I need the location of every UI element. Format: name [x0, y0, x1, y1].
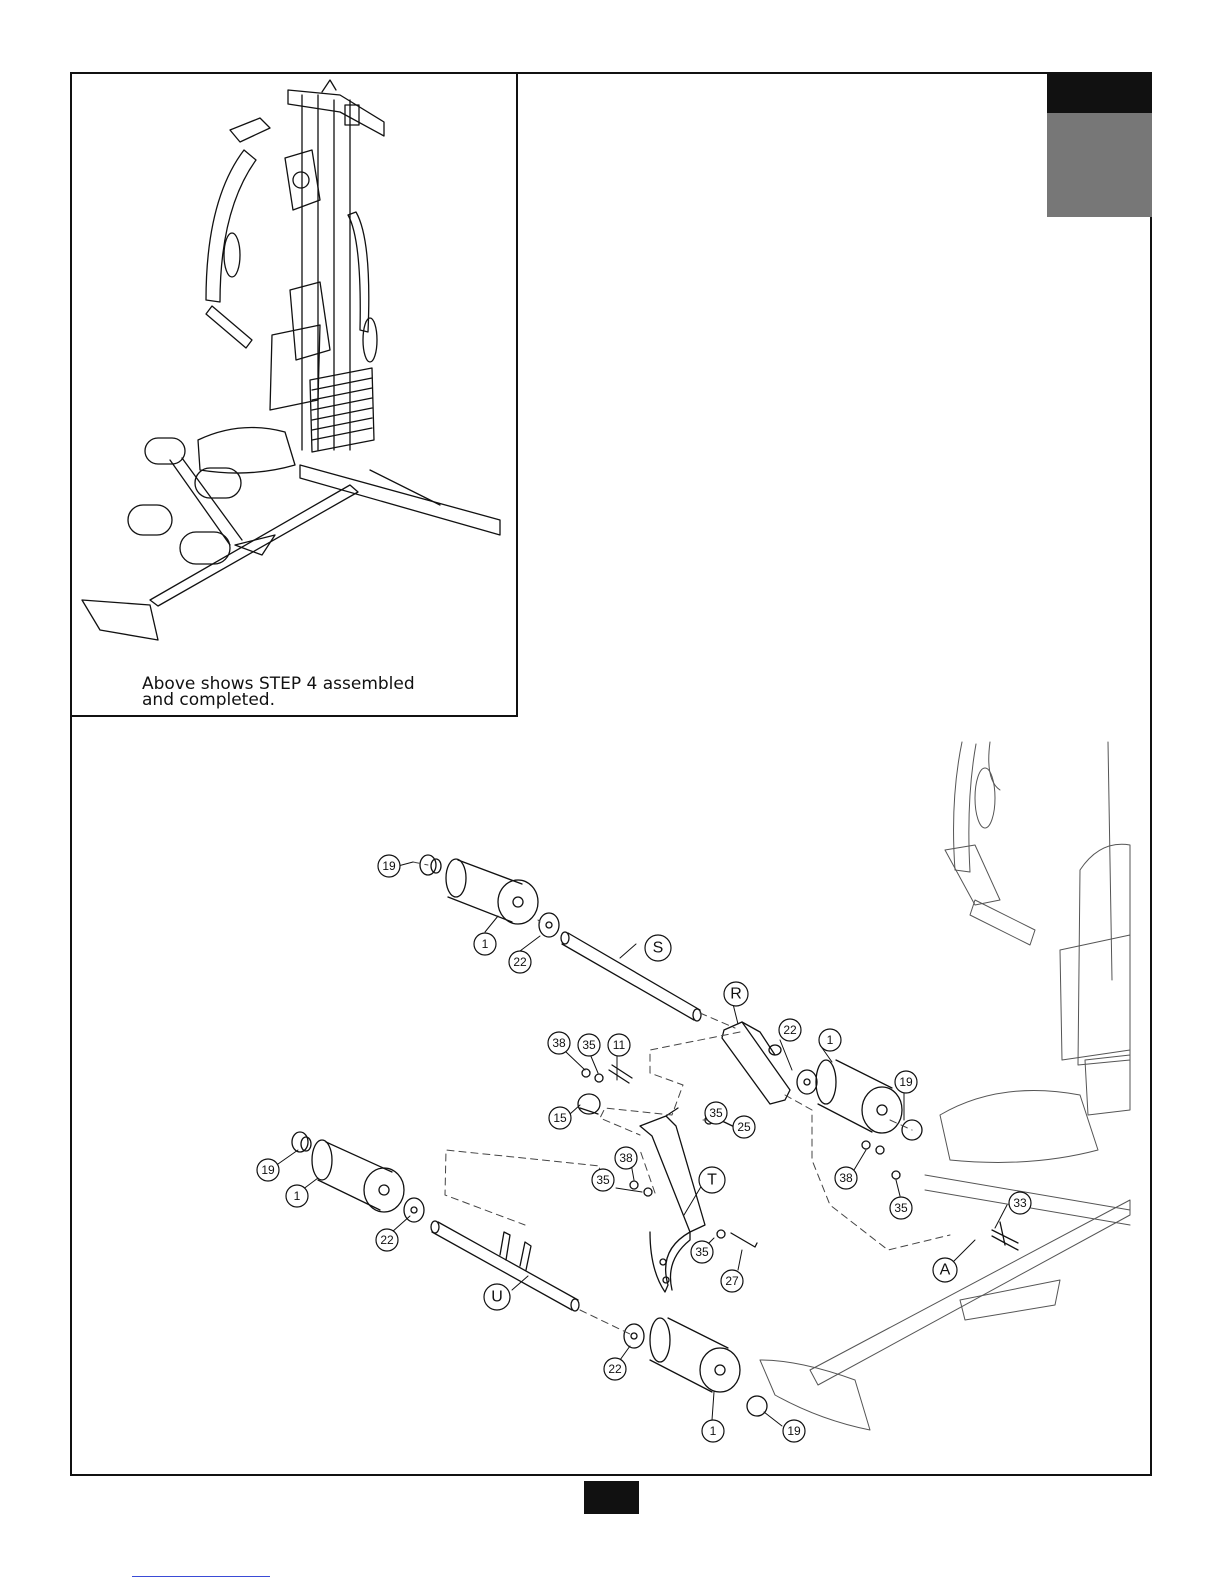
callout-1a: 1	[482, 937, 489, 951]
callout-u: U	[491, 1289, 503, 1306]
callout-22b: 22	[783, 1023, 797, 1037]
callout-35c: 35	[596, 1173, 610, 1187]
t-arm	[640, 1108, 705, 1292]
callout-t: T	[707, 1172, 717, 1189]
callout-27: 27	[725, 1274, 739, 1288]
callout-25: 25	[737, 1120, 751, 1134]
callout-22a: 22	[513, 955, 527, 969]
hardware-bits	[578, 1065, 1018, 1250]
callout-15: 15	[553, 1111, 567, 1125]
callout-11: 11	[613, 1038, 626, 1052]
assembled-machine-illustration	[82, 80, 500, 640]
callout-19a: 19	[382, 859, 396, 873]
bottom-right-roller-group	[624, 1318, 767, 1416]
callout-19c: 19	[261, 1163, 275, 1177]
callout-s: S	[653, 940, 664, 957]
callout-38a: 38	[552, 1036, 566, 1050]
callout-r: R	[730, 986, 742, 1003]
callout-19b: 19	[899, 1075, 913, 1089]
callout-labels: 19 1 22 S R 22 1 19 38 35 11 15 35 25 38…	[261, 859, 1027, 1438]
callout-a: A	[940, 1262, 951, 1279]
callout-1d: 1	[710, 1424, 717, 1438]
callout-33: 33	[1013, 1196, 1027, 1210]
callout-35e: 35	[695, 1245, 709, 1259]
callout-19d: 19	[787, 1424, 801, 1438]
callout-22c: 22	[380, 1233, 394, 1247]
callout-35a: 35	[582, 1038, 596, 1052]
callout-circles	[257, 855, 1031, 1442]
callout-35b: 35	[709, 1106, 723, 1120]
callout-22d: 22	[608, 1362, 622, 1376]
callout-38c: 38	[839, 1171, 853, 1185]
assembly-guide-lines	[413, 862, 950, 1336]
inset-caption: Above shows STEP 4 assembled and complet…	[142, 676, 415, 708]
callout-38b: 38	[619, 1151, 633, 1165]
callout-35d: 35	[894, 1201, 908, 1215]
callout-1c: 1	[294, 1189, 301, 1203]
callout-1b: 1	[827, 1033, 834, 1047]
